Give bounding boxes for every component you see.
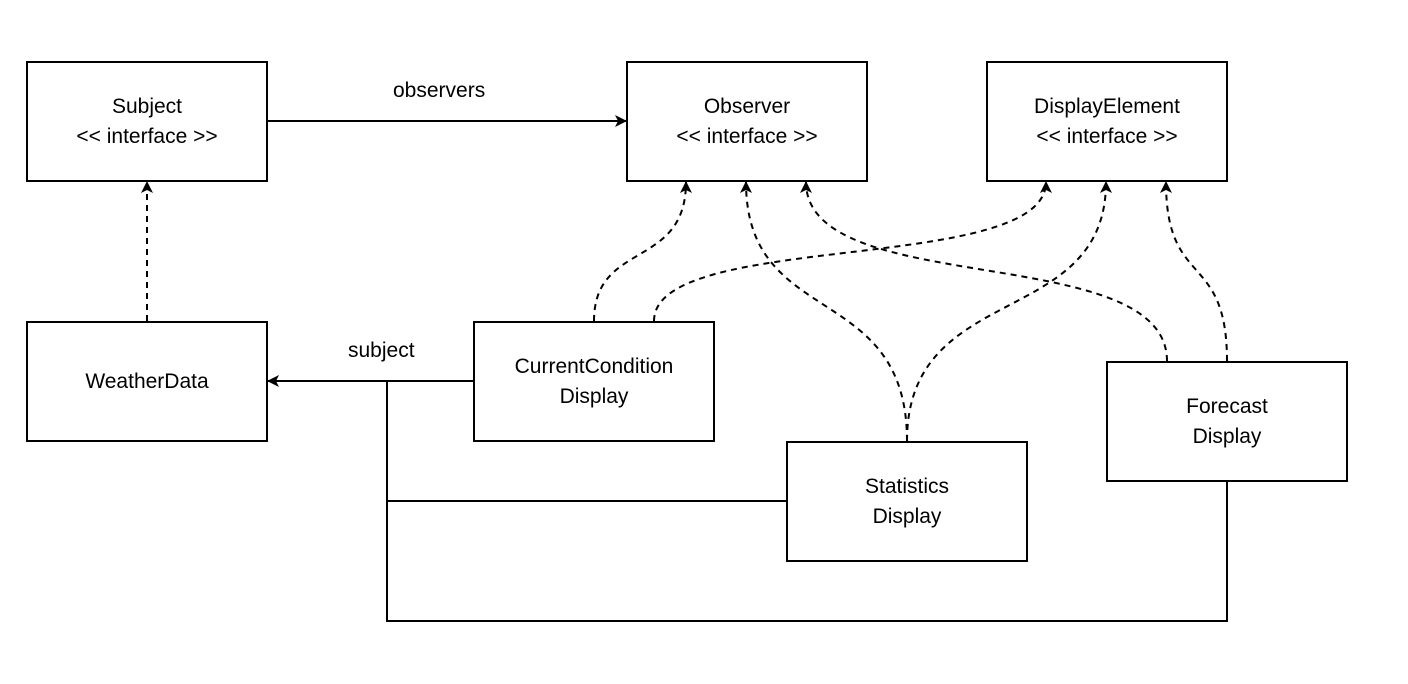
- subject-interface-box[interactable]: Subject << interface >>: [26, 61, 268, 182]
- forecast-name-line1: Forecast: [1186, 394, 1268, 418]
- currentcondition-name-line2: Display: [559, 384, 629, 408]
- forecast-display-box[interactable]: Forecast Display: [1106, 361, 1348, 482]
- observer-name: Observer: [703, 94, 791, 118]
- forecast-implements-observer-arrow: [800, 181, 1168, 362]
- statistics-name-line1: Statistics: [864, 474, 950, 498]
- observer-interface-box[interactable]: Observer << interface >>: [626, 61, 868, 182]
- subject-edge-label: subject: [348, 339, 415, 362]
- currentcondition-display-box[interactable]: CurrentCondition Display: [473, 321, 715, 442]
- current-implements-displayelement-arrow: [653, 181, 1052, 322]
- observers-edge-label: observers: [393, 79, 486, 102]
- statistics-implements-displayelement-arrow: [906, 181, 1112, 442]
- current-implements-observer-arrow: [593, 181, 692, 322]
- weatherdata-name: WeatherData: [85, 369, 209, 393]
- subject-stereotype: << interface >>: [76, 124, 218, 148]
- displayelement-name: DisplayElement: [1034, 94, 1180, 118]
- statistics-display-box[interactable]: Statistics Display: [786, 441, 1028, 562]
- displayelement-stereotype: << interface >>: [1036, 124, 1178, 148]
- weatherdata-class-box[interactable]: WeatherData: [26, 321, 268, 442]
- forecast-subject-line: [386, 481, 1228, 622]
- forecast-name-line2: Display: [1192, 424, 1262, 448]
- displayelement-interface-box[interactable]: DisplayElement << interface >>: [986, 61, 1228, 182]
- observer-stereotype: << interface >>: [676, 124, 818, 148]
- currentcondition-name-line1: CurrentCondition: [514, 354, 674, 378]
- statistics-implements-observer-arrow: [740, 181, 908, 442]
- subject-name: Subject: [111, 94, 183, 118]
- statistics-name-line2: Display: [872, 504, 942, 528]
- forecast-implements-displayelement-arrow: [1160, 181, 1228, 362]
